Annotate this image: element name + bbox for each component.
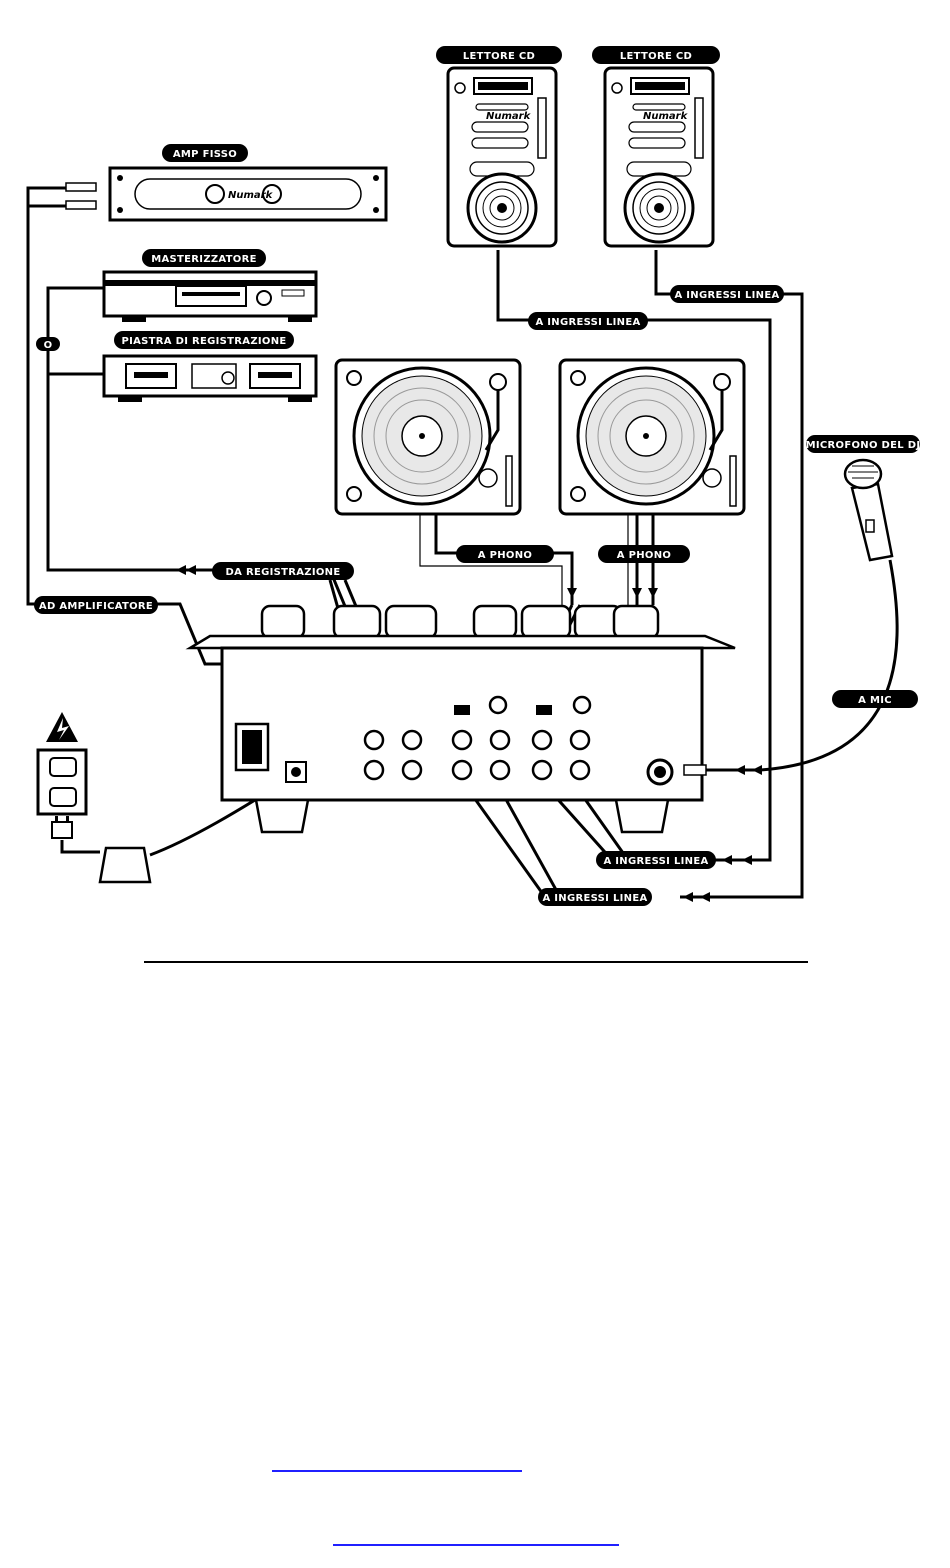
label-fixed-amp: AMP FISSO [162, 144, 248, 162]
cd-player-2: Numark [605, 68, 713, 246]
tape-deck [104, 356, 316, 402]
label-cd-player-2: LETTORE CD [592, 46, 720, 64]
svg-text:A INGRESSI LINEA: A INGRESSI LINEA [542, 893, 647, 904]
svg-text:MASTERIZZATORE: MASTERIZZATORE [151, 254, 256, 265]
svg-text:AD AMPLIFICATORE: AD AMPLIFICATORE [39, 601, 153, 612]
cd-player-1: Numark [448, 68, 556, 246]
power-adapter-icon [100, 848, 150, 882]
label-line-inputs-top-right: A INGRESSI LINEA [670, 285, 784, 303]
svg-text:Numark: Numark [486, 111, 532, 122]
label-dj-microphone: MICROFONO DEL DJ [806, 435, 921, 453]
turntable-1 [336, 360, 520, 514]
label-or: O [36, 337, 60, 351]
svg-text:O: O [44, 340, 53, 351]
mic-plug-icon [684, 765, 706, 775]
mixer [190, 606, 735, 832]
turntable-2 [560, 360, 744, 514]
svg-text:MICROFONO DEL DJ: MICROFONO DEL DJ [806, 440, 921, 451]
label-to-amplifier: AD AMPLIFICATORE [34, 596, 158, 614]
link-underline-2[interactable] [333, 1544, 619, 1546]
connection-diagram: Numark Numark Numark [0, 0, 950, 960]
label-to-mic: A MIC [832, 690, 918, 708]
svg-text:A PHONO: A PHONO [617, 550, 671, 561]
cd-burner [104, 272, 316, 322]
svg-text:AMP FISSO: AMP FISSO [173, 149, 237, 160]
svg-text:LETTORE CD: LETTORE CD [463, 51, 535, 62]
svg-text:A INGRESSI LINEA: A INGRESSI LINEA [674, 290, 779, 301]
svg-text:DA REGISTRAZIONE: DA REGISTRAZIONE [226, 567, 341, 578]
label-tape-deck: PIASTRA DI REGISTRAZIONE [114, 331, 294, 349]
lightning-warning-icon [46, 712, 78, 742]
brand-logo: Numark [228, 190, 274, 201]
svg-text:A MIC: A MIC [858, 695, 892, 706]
power-plug-icon [52, 816, 72, 838]
label-cd-player-1: LETTORE CD [436, 46, 562, 64]
mixer-knobs [262, 606, 658, 638]
wall-outlet-icon [38, 750, 86, 814]
label-phono-right: A PHONO [598, 545, 690, 563]
svg-text:A INGRESSI LINEA: A INGRESSI LINEA [603, 856, 708, 867]
fixed-amplifier: Numark [66, 168, 386, 220]
link-underline-1[interactable] [272, 1470, 522, 1472]
label-line-inputs-bottom-2: A INGRESSI LINEA [538, 888, 652, 906]
svg-text:A INGRESSI LINEA: A INGRESSI LINEA [535, 317, 640, 328]
label-cd-burner: MASTERIZZATORE [142, 249, 266, 267]
svg-text:LETTORE CD: LETTORE CD [620, 51, 692, 62]
label-line-inputs-bottom-1: A INGRESSI LINEA [596, 851, 716, 869]
svg-text:A PHONO: A PHONO [478, 550, 532, 561]
label-phono-left: A PHONO [456, 545, 554, 563]
microphone-icon [845, 460, 892, 560]
svg-text:PIASTRA DI REGISTRAZIONE: PIASTRA DI REGISTRAZIONE [121, 336, 286, 347]
label-line-inputs-top-center: A INGRESSI LINEA [528, 312, 648, 330]
divider-rule [144, 961, 808, 963]
label-from-recording: DA REGISTRAZIONE [212, 562, 354, 580]
rca-plug-icon [66, 183, 96, 209]
svg-text:Numark: Numark [643, 111, 689, 122]
